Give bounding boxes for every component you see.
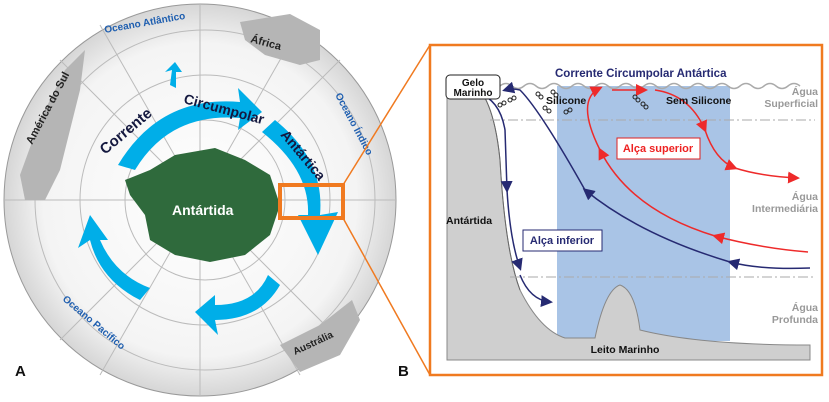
lower-loop-box (522, 229, 603, 252)
label-intermediate-water-2: Intermediária (752, 203, 818, 215)
label-seabed: Leito Marinho (591, 344, 660, 356)
panel-b-cross-section: Corrente Circumpolar Antártica Gelo Mari… (398, 43, 824, 380)
africa-shape (240, 14, 320, 65)
sea-surface (499, 82, 801, 90)
label-intermediate-water-1: Água (792, 190, 818, 203)
current-arrows (78, 62, 338, 335)
connector-top (342, 44, 431, 186)
label-sea-ice-1: Gelo (462, 78, 484, 89)
upper-loop-arrows (586, 84, 809, 253)
label-silicone: Silicone (546, 95, 586, 107)
label-sea-ice-2: Marinho (454, 88, 493, 99)
upper-loop-box (616, 137, 701, 160)
label-upper-loop: Alça superior (623, 143, 694, 155)
connector-bottom (342, 217, 431, 376)
south-america-shape (20, 50, 85, 200)
sea-ice-box (445, 74, 501, 100)
label-antarctica-b: Antártida (446, 215, 492, 227)
panel-a-letter: A (15, 363, 26, 380)
label-current: Corrente Circumpolar Antártica (555, 68, 727, 80)
upwelling-band (557, 86, 730, 341)
australia-shape (280, 300, 360, 372)
label-surface-water-2: Superficial (764, 98, 818, 110)
panel-b-letter: B (398, 363, 409, 380)
label-deep-water-1: Água (792, 301, 818, 314)
panel-a-globe: Oceano Atlântico África América do Sul O… (3, 3, 397, 397)
label-antarctica: Antártida (172, 202, 234, 218)
label-no-silicone: Sem Silicone (666, 95, 732, 107)
label-surface-water-1: Água (792, 85, 818, 98)
diatom-icons (497, 89, 649, 115)
label-lower-loop: Alça inferior (530, 235, 595, 247)
antarctica-shape (125, 148, 280, 262)
highlight-box (278, 183, 345, 220)
label-deep-water-2: Profunda (772, 314, 818, 326)
